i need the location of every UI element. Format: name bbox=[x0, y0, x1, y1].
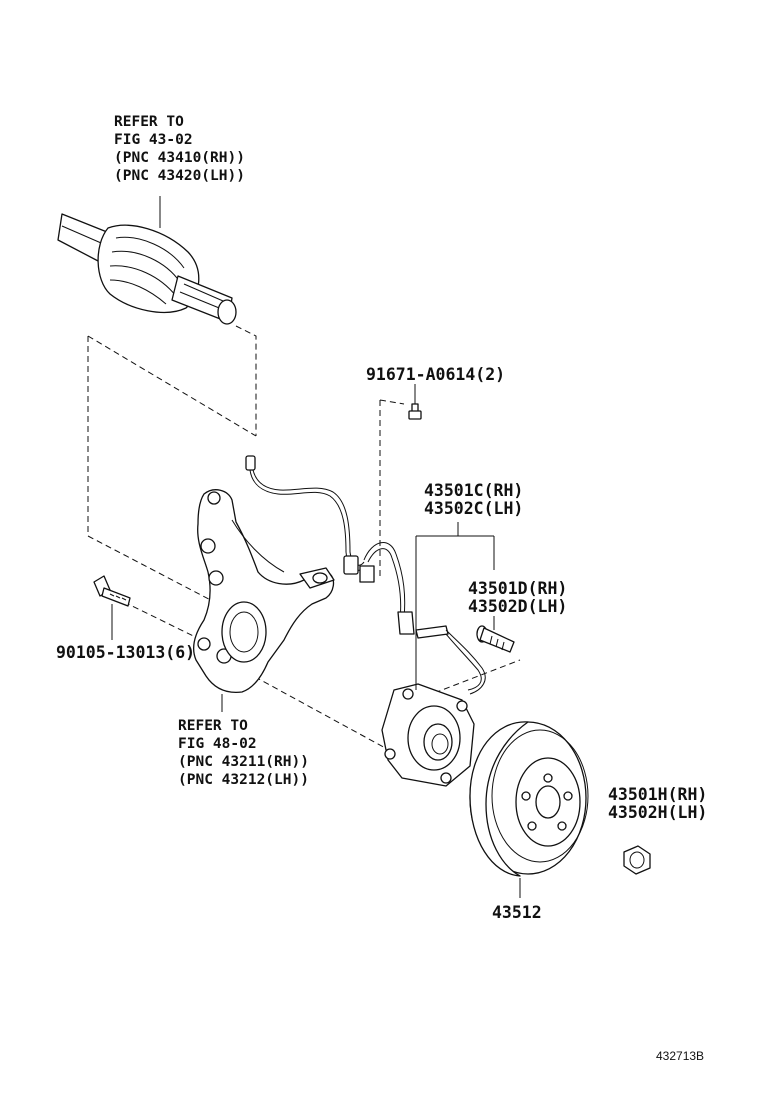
sensor-bolt-label[interactable]: 91671-A0614(2) bbox=[366, 365, 505, 384]
brake-disc-label[interactable]: 43512 bbox=[492, 903, 542, 922]
hub-nut-label[interactable]: 43501H(RH) 43502H(LH) bbox=[608, 785, 707, 822]
hub-bolt-part[interactable] bbox=[476, 625, 515, 653]
abs-sensor-wire-part[interactable] bbox=[245, 455, 486, 695]
shaft-reference-label: REFER TO FIG 43-02 (PNC 43410(RH)) (PNC … bbox=[114, 114, 245, 184]
hub-leader-bracket bbox=[415, 522, 495, 690]
shaft-ref-line1: REFER TO bbox=[114, 114, 184, 130]
drive-shaft-part[interactable] bbox=[57, 213, 237, 325]
sensor-bolt-part[interactable] bbox=[408, 403, 422, 420]
hub-nut-part[interactable] bbox=[623, 845, 651, 875]
hub-c-lh[interactable]: 43502C(LH) bbox=[424, 499, 523, 518]
hub-d-rh[interactable]: 43501D(RH) bbox=[468, 579, 567, 598]
knuckle-ref-line3: (PNC 43211(RH)) bbox=[178, 754, 309, 770]
hub-c-rh[interactable]: 43501C(RH) bbox=[424, 481, 523, 500]
knuckle-reference-label: REFER TO FIG 48-02 (PNC 43211(RH)) (PNC … bbox=[178, 718, 309, 788]
diagram-id: 432713B bbox=[656, 1049, 704, 1063]
knuckle-ref-line4: (PNC 43212(LH)) bbox=[178, 772, 309, 788]
brake-disc-part[interactable] bbox=[469, 721, 589, 877]
hub-d-label[interactable]: 43501D(RH) 43502D(LH) bbox=[468, 579, 567, 616]
hub-c-label[interactable]: 43501C(RH) 43502C(LH) bbox=[424, 481, 523, 518]
knuckle-bolt-part[interactable] bbox=[93, 575, 131, 607]
shaft-ref-line2: FIG 43-02 bbox=[114, 132, 193, 148]
alignment-dashes bbox=[87, 325, 521, 757]
knuckle-ref-line1: REFER TO bbox=[178, 718, 248, 734]
steering-knuckle-part[interactable] bbox=[192, 489, 335, 694]
knuckle-ref-line2: FIG 48-02 bbox=[178, 736, 257, 752]
hub-nut-lh[interactable]: 43502H(LH) bbox=[608, 803, 707, 822]
shaft-ref-line3: (PNC 43410(RH)) bbox=[114, 150, 245, 166]
hub-bearing-part[interactable] bbox=[381, 683, 475, 787]
shaft-ref-line4: (PNC 43420(LH)) bbox=[114, 168, 245, 184]
hub-d-lh[interactable]: 43502D(LH) bbox=[468, 597, 567, 616]
hub-nut-rh[interactable]: 43501H(RH) bbox=[608, 785, 707, 804]
knuckle-bolt-label[interactable]: 90105-13013(6) bbox=[56, 643, 195, 662]
